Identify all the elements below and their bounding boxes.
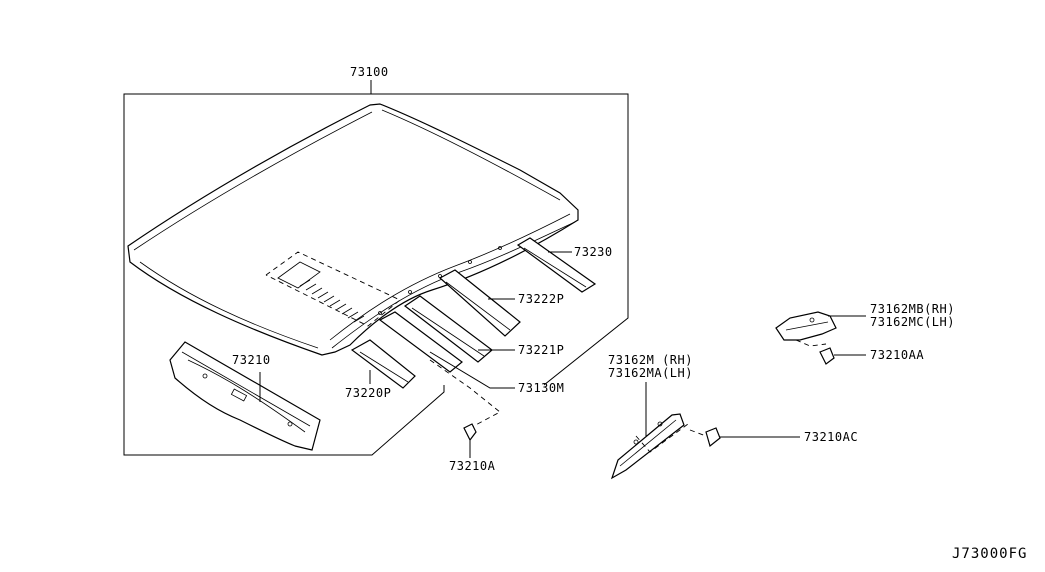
part-73162MB-bracket <box>775 311 866 347</box>
part-73162M-rail <box>610 382 689 480</box>
part-73210A-clip <box>463 423 477 458</box>
label-73162M: 73162M (RH) <box>608 353 693 367</box>
label-73130M: 73130M <box>518 381 564 395</box>
part-73130M-rail <box>378 311 515 389</box>
part-73220P-bow <box>350 339 416 389</box>
label-73230: 73230 <box>574 245 613 259</box>
label-73210AC: 73210AC <box>804 430 858 444</box>
part-73221P-bow <box>403 295 515 363</box>
label-73162MB: 73162MB(RH) <box>870 302 955 316</box>
label-73210: 73210 <box>232 353 271 367</box>
part-73210AC-clip <box>689 427 800 448</box>
roof-panel <box>127 103 579 356</box>
part-73210AA-clip <box>819 347 866 365</box>
label-73220P: 73220P <box>345 386 391 400</box>
label-73100: 73100 <box>350 65 389 79</box>
roof-inner-reinforcement <box>265 251 401 327</box>
part-73230-bow <box>516 237 597 293</box>
label-73162MC: 73162MC(LH) <box>870 315 955 329</box>
label-73222P: 73222P <box>518 292 564 306</box>
label-73210A: 73210A <box>449 459 496 473</box>
diagram-code: J73000FG <box>952 546 1027 562</box>
label-73162MA: 73162MA(LH) <box>608 366 693 380</box>
part-73222P-bow <box>438 269 521 337</box>
part-73210-header <box>169 341 321 451</box>
label-73221P: 73221P <box>518 343 564 357</box>
label-73210AA: 73210AA <box>870 348 924 362</box>
assembly-frame <box>123 93 629 456</box>
